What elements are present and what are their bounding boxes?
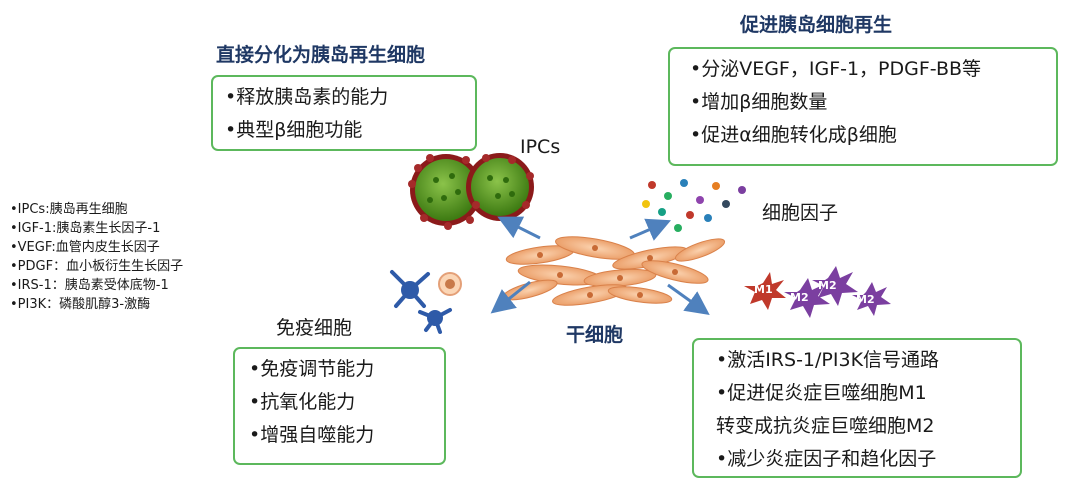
bottom-left-item: •增强自噬能力 <box>249 424 375 446</box>
bottom-right-item: •促进促炎症巨噬细胞M1 <box>716 382 927 404</box>
arrows <box>490 216 710 316</box>
stem-cells <box>502 236 726 306</box>
m1-label: M1 <box>754 283 773 296</box>
bottom-right-item: •减少炎症因子和趋化因子 <box>716 448 937 470</box>
ipc-cell-cluster <box>408 153 534 230</box>
immune-cells <box>390 270 462 334</box>
legend-item: •IPCs:胰岛再生细胞 <box>10 202 128 217</box>
bottom-right-item: 转变成抗炎症巨噬细胞M2 <box>716 415 935 437</box>
bottom-right-box: •激活IRS-1/PI3K信号通路 •促进促炎症巨噬细胞M1 转变成抗炎症巨噬细… <box>692 338 1022 478</box>
top-right-box: •分泌VEGF，IGF-1，PDGF-BB等 •增加β细胞数量 •促进α细胞转化… <box>668 47 1058 166</box>
legend-item: •PI3K：磷酸肌醇3-激酶 <box>10 297 151 312</box>
cytokines-label: 细胞因子 <box>762 202 839 224</box>
bottom-right-item: •激活IRS-1/PI3K信号通路 <box>716 349 940 371</box>
legend-item: •IGF-1:胰岛素生长因子-1 <box>10 221 161 236</box>
top-right-item: •增加β细胞数量 <box>690 91 828 113</box>
ipcs-label: IPCs <box>520 136 561 158</box>
stem-cell-label: 干细胞 <box>566 324 624 346</box>
abbreviation-legend: •IPCs:胰岛再生细胞 •IGF-1:胰岛素生长因子-1 •VEGF:血管内皮… <box>10 200 183 314</box>
top-left-item: •典型β细胞功能 <box>225 119 363 141</box>
top-right-item: •分泌VEGF，IGF-1，PDGF-BB等 <box>690 58 982 80</box>
cytokine-dots <box>642 179 746 232</box>
top-left-box: •释放胰岛素的能力 •典型β细胞功能 <box>211 75 477 151</box>
immune-cells-label: 免疫细胞 <box>276 317 353 339</box>
bottom-left-box: •免疫调节能力 •抗氧化能力 •增强自噬能力 <box>233 347 446 465</box>
m2-label: M2 <box>790 291 809 304</box>
top-right-title: 促进胰岛细胞再生 <box>740 14 893 36</box>
bottom-left-item: •免疫调节能力 <box>249 358 375 380</box>
top-right-item: •促进α细胞转化成β细胞 <box>690 124 897 146</box>
macrophages <box>744 266 891 318</box>
legend-item: •PDGF：血小板衍生生长因子 <box>10 259 184 274</box>
m2-label: M2 <box>818 279 837 292</box>
legend-item: •VEGF:血管内皮生长因子 <box>10 240 160 255</box>
bottom-left-item: •抗氧化能力 <box>249 391 356 413</box>
legend-item: •IRS-1：胰岛素受体底物-1 <box>10 278 169 293</box>
diagram-graphics <box>390 153 891 334</box>
m2-label: M2 <box>856 293 875 306</box>
top-left-item: •释放胰岛素的能力 <box>225 86 389 108</box>
top-left-title: 直接分化为胰岛再生细胞 <box>216 44 426 66</box>
